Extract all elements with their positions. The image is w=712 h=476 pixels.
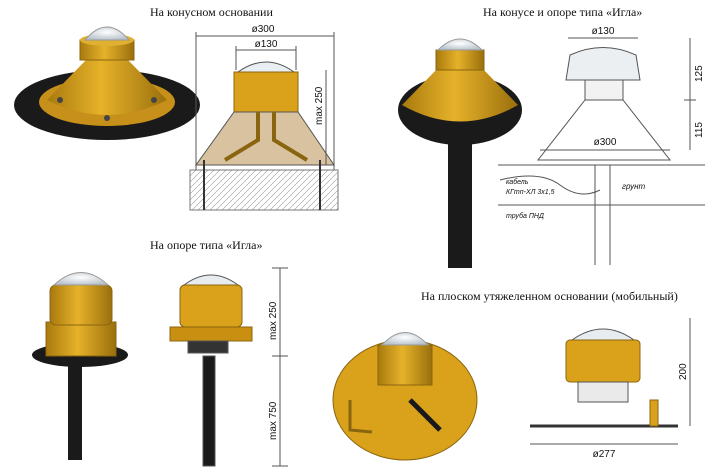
dim-needle-top-d: ø130 <box>592 26 615 37</box>
flat-base-render <box>332 332 478 461</box>
dim-needle-115: 115 <box>694 122 705 138</box>
cone-base-render <box>14 26 200 140</box>
label-cable-type: КГтп-ХЛ 3х1,5 <box>506 189 555 196</box>
cone-needle-render <box>398 38 522 268</box>
label-cable: кабель <box>506 178 529 186</box>
dim-cone-height: max 250 <box>314 86 325 125</box>
caption-cone-and-needle: На конусе и опоре типа «Игла» <box>483 5 643 19</box>
dim-flat-base-d: ø277 <box>593 449 616 460</box>
dim-flat-height: 200 <box>678 363 689 380</box>
dim-needle-125: 125 <box>694 65 705 82</box>
dim-cone-top-d: ø130 <box>255 39 278 50</box>
caption-needle: На опоре типа «Игла» <box>150 238 263 252</box>
label-pipe: труба ПНД <box>506 212 544 220</box>
flat-base-drawing <box>530 318 691 445</box>
needle-render <box>32 272 128 460</box>
dim-needle-post-height: max 750 <box>268 401 279 440</box>
dim-cone-outer-d: ø300 <box>252 24 275 35</box>
cone-needle-drawing <box>498 37 705 265</box>
label-ground: грунт <box>622 182 646 191</box>
caption-flat-weighted: На плоском утяжеленном основании (мобиль… <box>421 289 678 303</box>
cone-base-drawing <box>189 32 339 211</box>
caption-cone-base: На конусном основании <box>150 5 273 19</box>
needle-drawing <box>169 267 288 467</box>
dim-needle-base-d: ø300 <box>594 137 617 148</box>
dim-needle-head-height: max 250 <box>268 301 279 340</box>
